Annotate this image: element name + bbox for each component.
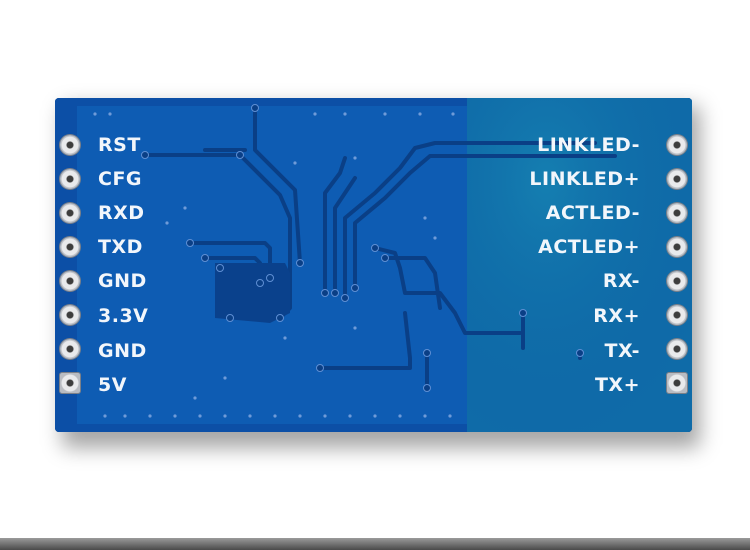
left-pin-label: 5V [98, 374, 127, 396]
vias [141, 104, 584, 392]
pin-pad [667, 271, 687, 291]
right-pin-label: TX- [604, 340, 640, 362]
left-pin-label: GND [98, 340, 147, 362]
right-pin-label: LINKLED- [537, 134, 640, 156]
right-pin-label: LINKLED+ [529, 168, 640, 190]
pin-pad [60, 203, 80, 223]
left-pin-label: CFG [98, 168, 143, 190]
pin-pad [60, 237, 80, 257]
pin-pad [60, 305, 80, 325]
copper-free-glow [467, 98, 692, 432]
right-pin-label: RX- [602, 270, 640, 292]
left-pin-label: TXD [98, 236, 143, 258]
pin-pad [60, 169, 80, 189]
left-pin-label: 3.3V [98, 305, 149, 327]
pin-pad [667, 339, 687, 359]
right-pin-label: TX+ [594, 374, 640, 396]
pin-pad [60, 339, 80, 359]
right-pin-label: RX+ [593, 305, 640, 327]
left-pin-label: GND [98, 270, 147, 292]
left-pin-label: RST [98, 134, 141, 156]
bottom-border-strip [0, 538, 750, 550]
left-pin-label: RXD [98, 202, 145, 224]
pin-pad [667, 305, 687, 325]
right-pin-label: ACTLED+ [538, 236, 640, 258]
pcb-board [55, 98, 692, 432]
pin-pad [667, 237, 687, 257]
pin-pad-square [60, 373, 80, 393]
copper-pour [215, 263, 290, 323]
right-pin-label: ACTLED- [545, 202, 640, 224]
pin-pad [667, 203, 687, 223]
pin-pad [60, 271, 80, 291]
stitch-vias [93, 112, 455, 418]
pin-pad-square [667, 373, 687, 393]
pin-pad [60, 135, 80, 155]
pcb-artwork [55, 98, 692, 432]
pin-pad [667, 135, 687, 155]
pin-pad [667, 169, 687, 189]
